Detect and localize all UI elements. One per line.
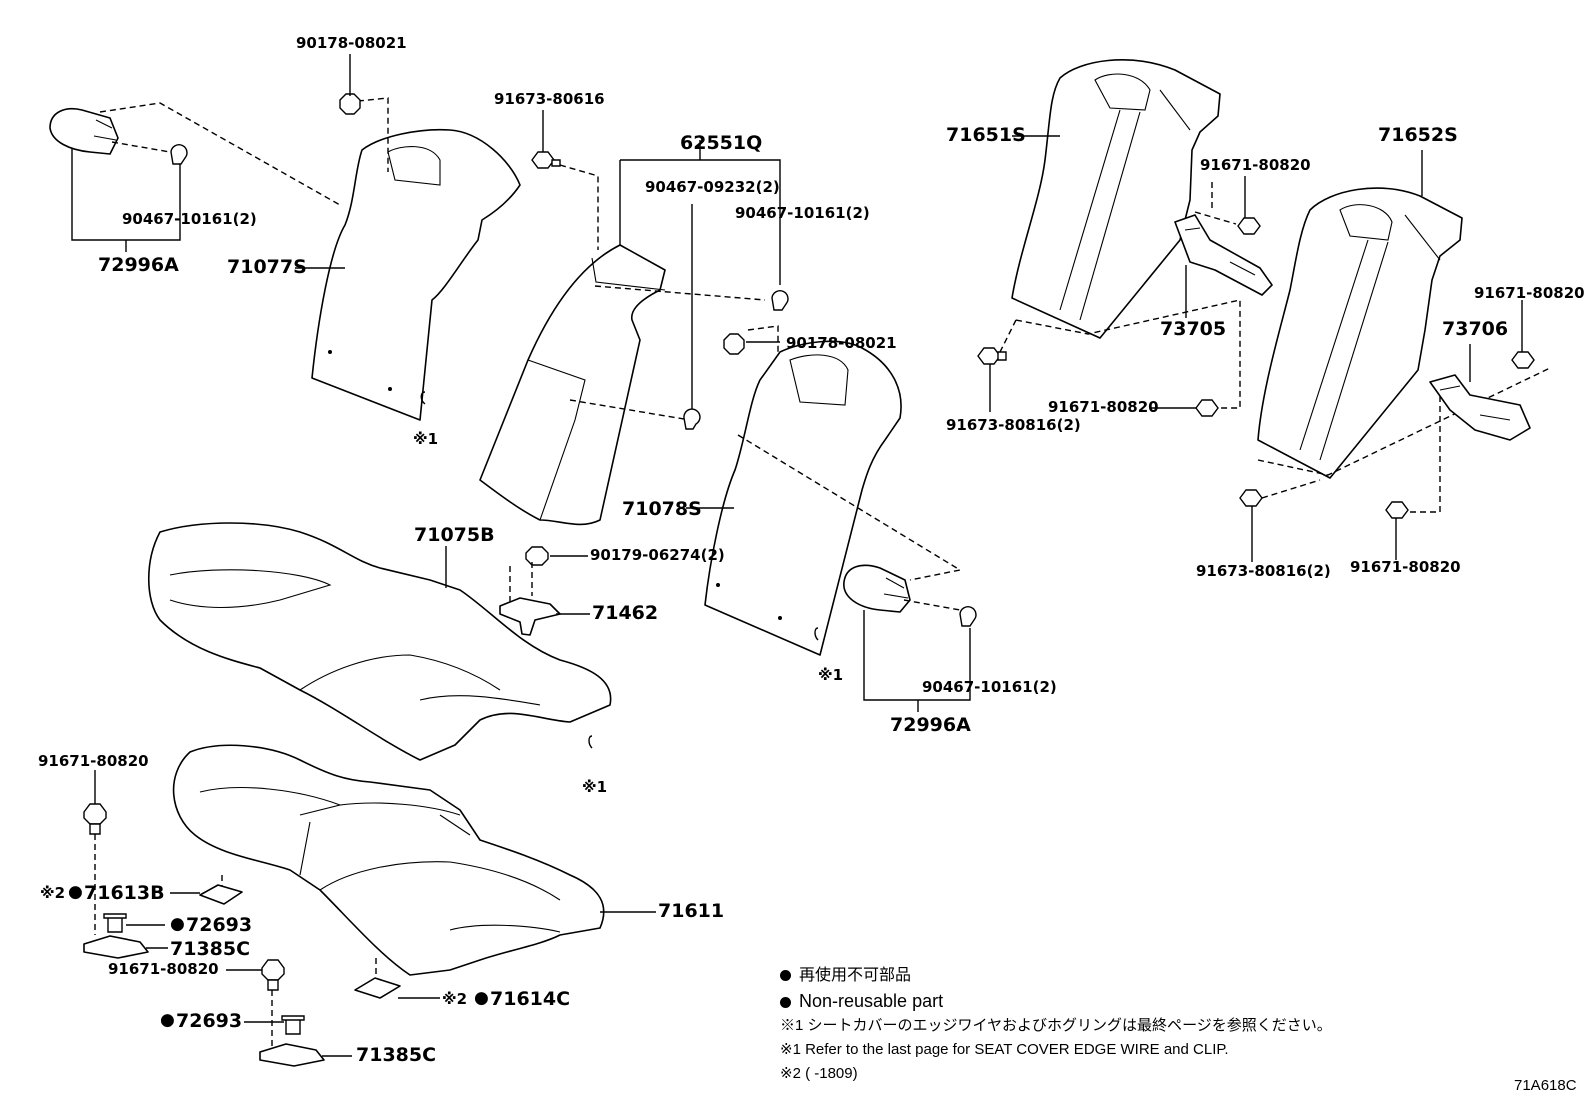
label-91671-80820-c[interactable]: 91671-80820 [1474, 284, 1585, 302]
bolt-91671-80820-a [1237, 217, 1261, 235]
part-71462 [499, 597, 561, 636]
bolt-91673-80616 [531, 151, 561, 169]
part-71613b [199, 884, 243, 905]
label-71614c[interactable]: 71614C [490, 988, 571, 1010]
nonreusable-dot-icon: ● [160, 1010, 175, 1030]
legend-nonreusable-jp: 再使用不可部品 [780, 968, 911, 984]
diagram-code: 71A618C [1514, 1077, 1577, 1094]
label-71651s[interactable]: 71651S [946, 124, 1026, 146]
label-90179-06274[interactable]: 90179-06274(2) [590, 546, 725, 564]
bolt-91673-80816-b [1239, 489, 1263, 507]
nut-90178-top [339, 93, 361, 115]
label-72693-a[interactable]: 72693 [186, 914, 253, 936]
label-91673-80816-a[interactable]: 91673-80816(2) [946, 416, 1081, 434]
legend-note1-jp: ※1 シートカバーのエッジワイヤおよびホグリングは最終ページを参照ください。 [780, 1017, 1332, 1034]
part-71611 [172, 744, 605, 976]
label-72693-b[interactable]: 72693 [176, 1010, 243, 1032]
label-91673-80816-b[interactable]: 91673-80816(2) [1196, 562, 1331, 580]
label-90178-08021-mid[interactable]: 90178-08021 [786, 334, 897, 352]
nonreusable-dot-icon [780, 996, 791, 1008]
label-91673-80616[interactable]: 91673-80616 [494, 90, 605, 108]
legend-note2: ※2 ( -1809) [780, 1065, 858, 1082]
nonreusable-dot-icon: ● [170, 914, 185, 934]
label-91671-80820-b[interactable]: 91671-80820 [1048, 398, 1159, 416]
bolt-91671-80820-b [1195, 399, 1219, 417]
label-71462[interactable]: 71462 [592, 602, 659, 624]
part-73705 [1174, 214, 1273, 296]
nonreusable-dot-icon: ● [68, 882, 83, 902]
nut-72693-a [103, 913, 127, 933]
part-71614c [354, 977, 401, 999]
part-73706 [1429, 374, 1531, 441]
ref-note2-mark: ※2 [442, 990, 468, 1008]
label-90467-10161-left[interactable]: 90467-10161(2) [122, 210, 257, 228]
part-71385c-a [83, 935, 149, 959]
part-72996a-left [49, 108, 119, 155]
label-91671-80820-a[interactable]: 91671-80820 [1200, 156, 1311, 174]
bolt-91671-80820-e [83, 803, 107, 835]
label-71075b[interactable]: 71075B [414, 524, 495, 546]
bolt-91671-80820-f [261, 959, 285, 991]
legend-note1-en: ※1 Refer to the last page for SEAT COVER… [780, 1041, 1229, 1058]
part-71077s [311, 128, 521, 421]
clip-90467-left [170, 144, 188, 165]
label-73706[interactable]: 73706 [1442, 318, 1509, 340]
ref-note1-mark: ※1 [413, 430, 439, 448]
bolt-91671-80820-c [1511, 351, 1535, 369]
label-71611[interactable]: 71611 [658, 900, 725, 922]
nut-90178-mid [723, 333, 745, 355]
label-71613b[interactable]: 71613B [84, 882, 165, 904]
label-71385c-a[interactable]: 71385C [170, 938, 251, 960]
label-72996a-right[interactable]: 72996A [890, 714, 971, 736]
label-90467-09232[interactable]: 90467-09232(2) [645, 178, 780, 196]
nonreusable-dot-icon [780, 970, 791, 982]
label-90467-10161-right[interactable]: 90467-10161(2) [922, 678, 1057, 696]
ref-note1-mark: ※1 [818, 666, 844, 684]
label-71077s[interactable]: 71077S [227, 256, 307, 278]
nut-90179-06274 [525, 546, 549, 566]
legend-nonreusable-en: Non-reusable part [780, 992, 943, 1010]
label-73705[interactable]: 73705 [1160, 318, 1227, 340]
ref-note2-mark: ※2 [40, 884, 66, 902]
part-71385c-b [259, 1043, 325, 1067]
part-71078s [704, 340, 902, 656]
part-71075b [147, 522, 612, 761]
label-91671-80820-d[interactable]: 91671-80820 [1350, 558, 1461, 576]
label-90467-10161-mid[interactable]: 90467-10161(2) [735, 204, 870, 222]
bolt-91673-80816-a [977, 347, 1007, 365]
label-71078s[interactable]: 71078S [622, 498, 702, 520]
nut-72693-b [281, 1015, 305, 1035]
nonreusable-dot-icon: ● [474, 988, 489, 1008]
ref-note1-mark: ※1 [582, 778, 608, 796]
clip-90467-10161-mid [771, 290, 789, 311]
part-62551q [479, 244, 666, 526]
bolt-91671-80820-d [1385, 501, 1409, 519]
label-71385c-b[interactable]: 71385C [356, 1044, 437, 1066]
part-72996a-right [843, 564, 911, 613]
label-91671-80820-e[interactable]: 91671-80820 [38, 752, 149, 770]
label-72996a-left[interactable]: 72996A [98, 254, 179, 276]
label-91671-80820-f[interactable]: 91671-80820 [108, 960, 219, 978]
label-71652s[interactable]: 71652S [1378, 124, 1458, 146]
label-90178-08021-top[interactable]: 90178-08021 [296, 34, 407, 52]
clip-90467-right [959, 606, 977, 627]
label-62551q[interactable]: 62551Q [680, 132, 763, 154]
part-71652s [1257, 187, 1463, 479]
part-71651s [1011, 59, 1221, 339]
clip-90467-09232 [683, 408, 701, 430]
